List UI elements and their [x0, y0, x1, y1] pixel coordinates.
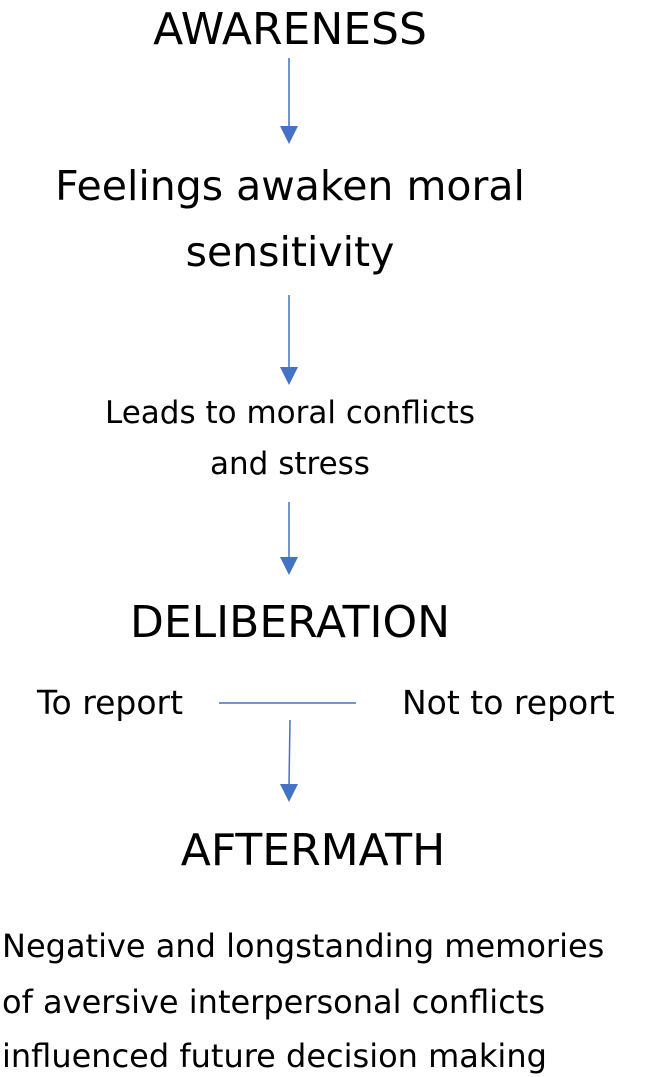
stage-title-deliberation: DELIBERATION [129, 597, 451, 648]
awareness-detail-line-2: sensitivity [185, 228, 395, 276]
consequence-line-1: Leads to moral conflicts [105, 395, 475, 431]
stage-title-awareness: AWARENESS [153, 4, 427, 55]
stage-title-aftermath: AFTERMATH [180, 825, 446, 876]
option-to-report: To report [37, 683, 184, 722]
arrow-awareness-to-feelings [280, 58, 298, 144]
aftermath-detail-line-3: influenced future decision making [2, 1037, 547, 1075]
arrow-deliberation-to-aftermath [280, 719, 298, 802]
awareness-detail-line-1: Feelings awaken moral [55, 162, 525, 210]
aftermath-detail-line-1: Negative and longstanding memories [2, 927, 605, 965]
option-not-to-report: Not to report [402, 683, 615, 722]
aftermath-detail-line-2: of aversive interpersonal conflicts [2, 983, 545, 1021]
arrow-conflicts-to-deliberation [280, 502, 298, 575]
consequence-line-2: and stress [210, 446, 370, 482]
arrow-feelings-to-conflicts [280, 295, 298, 385]
